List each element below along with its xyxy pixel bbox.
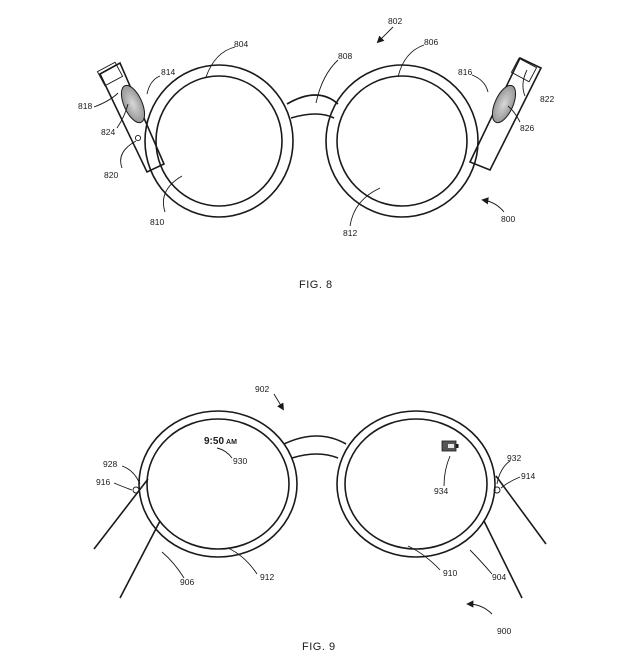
ref-808: 808 [338, 51, 352, 61]
left-temple-inner [119, 520, 161, 599]
fig9-left-frame-outer [138, 410, 298, 558]
ref-820: 820 [104, 170, 118, 180]
fig9-top-bridge [283, 435, 347, 445]
ref-902: 902 [255, 384, 269, 394]
right-temple-arm [468, 56, 543, 172]
fig9-right-frame-outer [336, 410, 496, 558]
right-frame-outer [325, 64, 479, 218]
ref-916: 916 [96, 477, 110, 487]
ref-928: 928 [103, 459, 117, 469]
fig9-left-lens [146, 418, 290, 550]
fig9-lower-bridge [291, 453, 339, 459]
ref-804: 804 [234, 39, 248, 49]
ref-900: 900 [497, 626, 511, 636]
right-temple-outer [495, 475, 547, 545]
left-hinge [132, 486, 140, 494]
right-temple-inner [483, 520, 523, 599]
ref-810: 810 [150, 217, 164, 227]
ref-816: 816 [458, 67, 472, 77]
ref-802: 802 [388, 16, 402, 26]
ref-912: 912 [260, 572, 274, 582]
ref-822: 822 [540, 94, 554, 104]
fig8-caption: FIG. 8 [299, 279, 333, 291]
ref-818: 818 [78, 101, 92, 111]
lower-bridge [290, 113, 335, 119]
ref-934: 934 [434, 486, 448, 496]
ref-814: 814 [161, 67, 175, 77]
left-frame-outer [144, 64, 294, 218]
left-touch-pad [120, 84, 146, 124]
ref-824: 824 [101, 127, 115, 137]
ref-930: 930 [233, 456, 247, 466]
figure-8: 802 804 806 808 814 816 818 822 824 826 … [78, 16, 554, 291]
left-camera-module [96, 61, 124, 87]
fig8-leaders [93, 26, 528, 227]
ref-812: 812 [343, 228, 357, 238]
right-touch-pad [491, 84, 517, 124]
left-lens [155, 75, 283, 207]
left-temple-arm [96, 61, 166, 174]
fig9-right-lens [344, 418, 488, 550]
ref-800: 800 [501, 214, 515, 224]
fig9-leaders [113, 393, 521, 615]
ref-826: 826 [520, 123, 534, 133]
ref-932: 932 [507, 453, 521, 463]
ref-904: 904 [492, 572, 506, 582]
top-bridge [286, 94, 339, 105]
ref-906: 906 [180, 577, 194, 587]
left-button [134, 134, 142, 142]
ref-806: 806 [424, 37, 438, 47]
hud-battery-icon [441, 440, 459, 452]
ref-910: 910 [443, 568, 457, 578]
fig9-caption: FIG. 9 [302, 641, 336, 653]
right-lens [336, 75, 468, 207]
right-camera-module [510, 57, 538, 83]
right-hinge [493, 486, 501, 494]
ref-914: 914 [521, 471, 535, 481]
